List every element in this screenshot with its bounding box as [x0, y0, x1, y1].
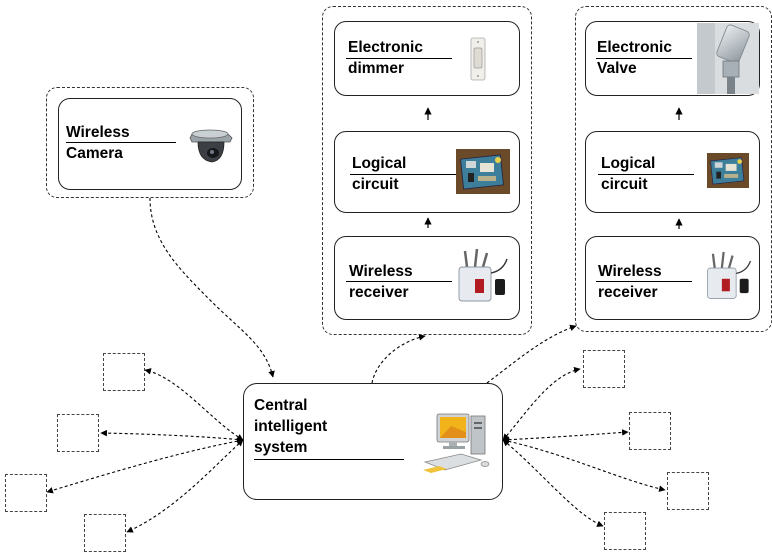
electronic-dimmer-line2: dimmer [348, 60, 404, 77]
central-system-line1: Central [254, 397, 308, 414]
dimmer-switch-icon [470, 37, 486, 81]
central-to-left-group-link [371, 334, 426, 384]
wireless-receiver-right-line1: Wireless [598, 263, 662, 280]
computer-icon [423, 413, 490, 473]
wireless-receiver-icon [458, 249, 508, 302]
central-system-line2: intelligent [254, 418, 328, 435]
sensor-box-right-4 [604, 512, 646, 550]
electronic-dimmer-line1: Electronic [348, 39, 423, 56]
wireless-receiver-left-line2: receiver [349, 284, 409, 301]
dome-camera-icon [189, 129, 233, 163]
sensor-box-left-4 [84, 514, 126, 552]
sensor-box-left-1 [103, 353, 145, 391]
logical-circuit-right-label: Logical circuit [601, 153, 655, 195]
link-left-sensor-1 [144, 368, 244, 441]
link-right-sensor-4 [502, 439, 604, 527]
logical-circuit-left-line2: circuit [352, 176, 399, 193]
circuit-board-icon [456, 149, 510, 194]
central-system-underline [254, 459, 404, 460]
wireless-camera-label: Wireless Camera [66, 122, 130, 164]
wireless-camera-underline [66, 142, 176, 143]
logical-circuit-right-line2: circuit [601, 176, 648, 193]
logical-circuit-right-underline [598, 174, 694, 175]
radiator-valve-icon [697, 23, 759, 94]
link-left-sensor-2 [100, 429, 244, 443]
sensor-box-left-3 [5, 474, 47, 512]
wireless-receiver-icon [707, 251, 752, 299]
circuit-board-icon [707, 153, 749, 188]
wireless-receiver-left-label: Wireless receiver [349, 261, 413, 303]
wireless-receiver-left-line1: Wireless [349, 263, 413, 280]
wireless-camera-line2: Camera [66, 145, 123, 162]
link-right-sensor-2 [502, 429, 629, 443]
logical-circuit-left-line1: Logical [352, 155, 407, 172]
central-to-right-group-link [486, 324, 577, 384]
logical-circuit-left-underline [350, 174, 456, 175]
electronic-valve-label: Electronic Valve [597, 37, 672, 79]
wireless-camera-line1: Wireless [66, 124, 130, 141]
electronic-dimmer-label: Electronic dimmer [348, 37, 423, 79]
logical-circuit-left-label: Logical circuit [352, 153, 406, 195]
central-system-line3: system [254, 439, 308, 456]
wireless-receiver-right-label: Wireless receiver [598, 261, 662, 303]
sensor-box-left-2 [57, 414, 99, 452]
wireless-camera-node [58, 98, 242, 190]
electronic-valve-line2: Valve [597, 60, 637, 77]
camera-group [46, 87, 254, 198]
link-right-sensor-1 [502, 366, 581, 441]
central-intelligent-system-label: Central intelligent system [254, 395, 327, 458]
link-left-sensor-4 [126, 439, 244, 533]
sensor-box-right-1 [583, 350, 625, 388]
wireless-receiver-right-underline [596, 281, 692, 282]
wireless-receiver-left-underline [346, 281, 452, 282]
dimmer-group [322, 6, 532, 335]
electronic-dimmer-underline [346, 58, 452, 59]
electronic-valve-underline [596, 58, 692, 59]
logical-circuit-right-line1: Logical [601, 155, 656, 172]
sensor-box-right-2 [629, 412, 671, 450]
electronic-valve-line1: Electronic [597, 39, 672, 56]
sensor-box-right-3 [667, 472, 709, 510]
camera-to-central-link [149, 197, 275, 378]
wireless-receiver-right-line2: receiver [598, 284, 658, 301]
